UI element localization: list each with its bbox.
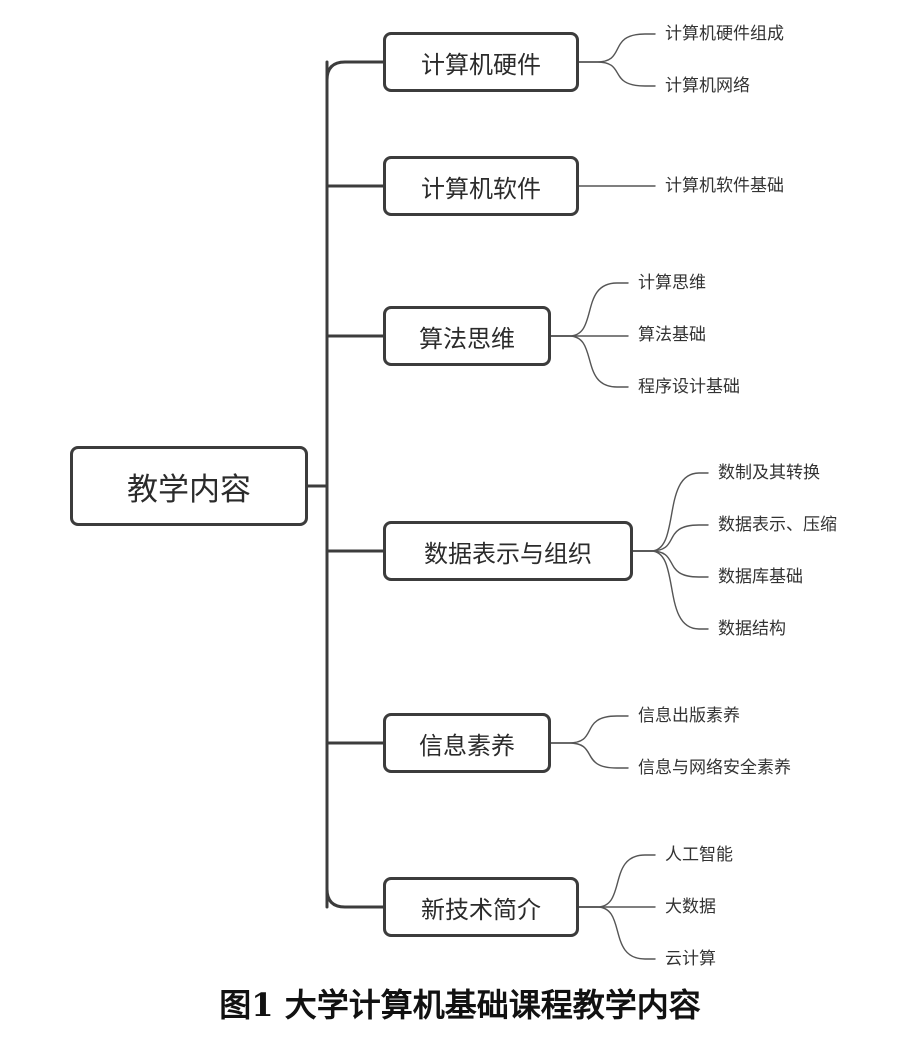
leaf-connector <box>578 906 656 960</box>
branch-label: 计算机硬件 <box>421 50 541 79</box>
branch-label: 信息素养 <box>419 731 515 760</box>
leaf-label: 大数据 <box>665 897 716 917</box>
leaf-connector <box>550 715 629 744</box>
leaf-label: 信息与网络安全素养 <box>638 758 791 778</box>
figure-caption: 图1 大学计算机基础课程教学内容 <box>219 986 701 1024</box>
leaf-label: 信息出版素养 <box>638 706 740 726</box>
branch-label: 数据表示与组织 <box>424 539 592 568</box>
leaf-connector <box>632 472 709 552</box>
branch-node[interactable]: 算法思维 <box>383 306 551 366</box>
leaf-label: 算法基础 <box>638 325 706 345</box>
leaf-connector <box>632 550 709 578</box>
branch-node[interactable]: 计算机软件 <box>383 156 579 216</box>
branch-connector <box>325 60 385 82</box>
leaf-connector <box>578 61 656 87</box>
leaf-connector <box>578 33 656 63</box>
branch-node[interactable]: 数据表示与组织 <box>383 521 633 581</box>
branch-node[interactable]: 计算机硬件 <box>383 32 579 92</box>
leaf-label: 程序设计基础 <box>638 377 740 397</box>
branch-node[interactable]: 信息素养 <box>383 713 551 773</box>
leaf-label: 计算机硬件组成 <box>665 24 784 44</box>
leaf-label: 云计算 <box>665 949 716 969</box>
root-label: 教学内容 <box>127 471 251 508</box>
leaf-label: 数据表示、压缩 <box>718 515 837 535</box>
leaf-label: 数制及其转换 <box>718 463 820 483</box>
branch-label: 计算机软件 <box>421 174 541 203</box>
leaf-connector <box>550 335 629 388</box>
leaf-label: 计算机网络 <box>665 76 750 96</box>
leaf-connector <box>632 550 709 630</box>
branch-connector <box>325 887 385 909</box>
leaf-connector <box>550 282 629 337</box>
root-node[interactable]: 教学内容 <box>70 446 308 526</box>
leaf-connector <box>550 742 629 769</box>
leaf-connector <box>632 524 709 552</box>
branch-label: 新技术简介 <box>421 895 541 924</box>
leaf-label: 计算机软件基础 <box>665 176 784 196</box>
leaf-label: 数据结构 <box>718 619 786 639</box>
branch-label: 算法思维 <box>419 324 515 353</box>
leaf-label: 计算思维 <box>638 273 706 293</box>
branch-node[interactable]: 新技术简介 <box>383 877 579 937</box>
leaf-label: 人工智能 <box>665 845 733 865</box>
leaf-label: 数据库基础 <box>718 567 803 587</box>
leaf-connector <box>578 854 656 908</box>
